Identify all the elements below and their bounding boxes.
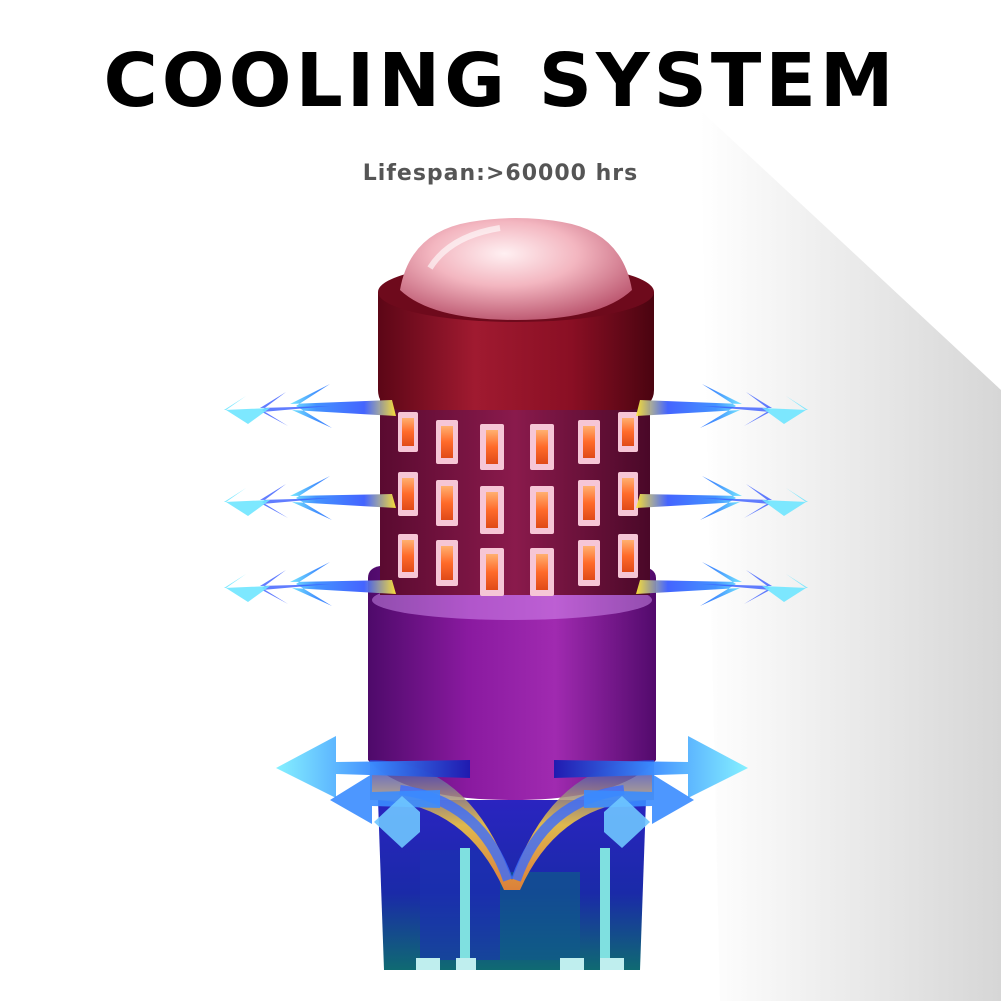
led-column <box>380 395 650 596</box>
airflow-arrow-icon <box>224 384 396 606</box>
page-title: COOLING SYSTEM <box>103 38 898 124</box>
airflow-arrow-icon <box>636 384 808 606</box>
airflow-arrow-icon <box>554 736 748 848</box>
lifespan-subtitle: Lifespan:>60000 hrs <box>362 161 639 186</box>
led-chip-grid <box>398 412 638 596</box>
bulb-head <box>378 218 654 410</box>
airflow-arrow-icon <box>276 736 470 848</box>
